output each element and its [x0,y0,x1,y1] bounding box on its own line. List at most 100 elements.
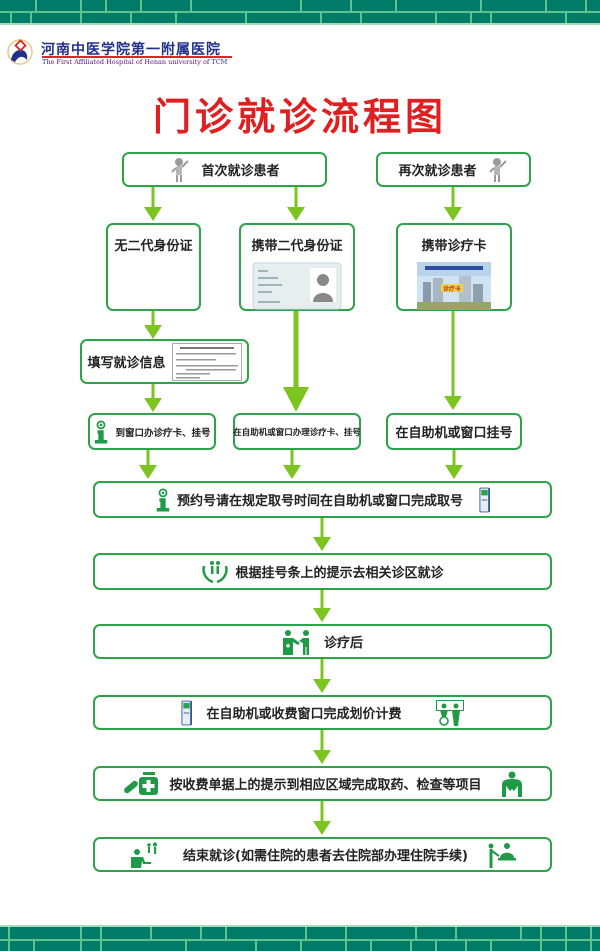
box-with-id-label: 携带二代身份证 [251,239,343,254]
flow-arrow [312,590,332,624]
band-brick-divider [590,927,592,939]
box-kiosk-card-label: 在自助机或窗口办理诊疗卡、挂号 [233,427,361,438]
box-return-visit-label: 再次就诊患者 [398,164,477,179]
box-fill-info-label: 填写就诊信息 [87,356,166,371]
box-after-treatment: 诊疗后 [93,624,552,659]
band-brick-divider [435,13,437,25]
page-title: 门诊就诊流程图 [152,95,447,139]
band-brick-divider [435,941,437,951]
info-icon [156,487,170,512]
hospital-logo-icon [7,39,33,65]
box-finish: 结束就诊(如需住院的患者去住院部办理住院手续) [93,837,552,872]
band-brick-divider [540,941,542,951]
flow-arrow [312,518,332,553]
box-billing: 在自助机或收费窗口完成划价计费 [93,695,552,730]
band-brick-divider [465,941,467,951]
box-first-visit: 首次就诊患者 [122,152,327,187]
kiosk-icon [479,487,490,512]
band-brick-divider [8,941,10,951]
svg-text:诊疗卡: 诊疗卡 [443,285,461,293]
band-brick-divider [350,0,352,12]
flow-arrow [312,730,332,766]
box-no-id: 无二代身份证 [106,223,201,311]
box-pharmacy-exam-label: 按收费单据上的提示到相应区域完成取药、检查等项目 [169,778,482,793]
band-brick-divider [255,941,257,951]
box-kiosk-register: 在自助机或窗口挂号 [386,413,522,450]
band-brick-divider [305,927,307,939]
doctor-patient-icon [282,629,309,655]
box-return-visit: 再次就诊患者 [376,152,531,187]
medicine-icon [124,771,159,795]
flow-arrow [143,311,163,341]
band-brick-divider [300,0,302,12]
band-brick-divider [590,941,592,951]
hospital-name-cn: 河南中医学院第一附属医院 [41,42,221,58]
band-brick-divider [200,927,202,939]
band-brick-divider [140,0,142,12]
band-brick-divider [130,13,132,25]
box-pharmacy-exam: 按收费单据上的提示到相应区域完成取药、检查等项目 [93,766,552,801]
band-brick-divider [490,941,492,951]
band-brick-divider [8,927,10,939]
flow-arrow [282,450,302,481]
flow-arrow [138,450,158,481]
box-appointment: 预约号请在规定取号时间在自助机或窗口完成取号 [93,481,552,518]
band-brick-divider [415,927,417,939]
box-no-id-label: 无二代身份证 [114,239,193,254]
medical-card-icon: 诊疗卡 [417,262,491,310]
band-brick-divider [585,0,587,12]
box-after-treatment-label: 诊疗后 [323,636,363,651]
flow-arrow [283,311,309,412]
box-with-id: 携带二代身份证 [239,223,355,311]
box-window-card: 到窗口办诊疗卡、挂号 [88,413,216,450]
cashier-icon [435,699,464,726]
band-brick-divider [345,941,347,951]
band-brick-divider [10,13,12,25]
person-icon [171,157,190,182]
hospital-name-underline [42,56,232,58]
box-go-clinic-label: 根据挂号条上的提示去相关诊区就诊 [235,566,444,581]
band-brick-divider [300,941,302,951]
flow-arrow [286,187,306,223]
band-brick-divider [540,927,542,939]
bottom-decorative-band [0,925,600,951]
band-brick-divider [410,941,412,951]
band-brick-divider [320,13,322,25]
lungs-exam-icon [501,771,522,797]
band-brick-divider [565,941,567,951]
band-brick-divider [100,927,102,939]
band-brick-divider [30,13,32,25]
band-brick-divider [35,0,37,12]
box-with-card-label: 携带诊疗卡 [421,239,487,254]
band-brick-divider [565,13,567,25]
box-kiosk-register-label: 在自助机或窗口挂号 [395,426,513,441]
box-finish-label: 结束就诊(如需住院的患者去住院部办理住院手续) [183,849,468,864]
band-brick-divider [33,941,35,951]
flow-arrow [312,659,332,695]
person-icon [488,157,507,182]
band-brick-divider [185,941,187,951]
top-decorative-band [0,0,600,25]
band-brick-divider [370,941,372,951]
band-brick-divider [105,0,107,12]
flow-arrow [444,450,464,481]
band-brick-divider [520,927,522,939]
box-first-visit-label: 首次就诊患者 [201,164,280,179]
box-go-clinic: 根据挂号条上的提示去相关诊区就诊 [93,553,552,590]
band-brick-divider [80,927,82,939]
band-brick-divider [490,13,492,25]
flow-arrow [443,311,463,412]
band-brick-divider [100,941,102,951]
box-kiosk-card: 在自助机或窗口办理诊疗卡、挂号 [233,413,361,450]
box-with-card: 携带诊疗卡 诊疗卡 [396,223,512,311]
hospital-name-en: The First Affiliated Hospital of Henan u… [42,58,228,66]
discharge-icon [131,842,158,868]
band-brick-divider [175,13,177,25]
box-billing-label: 在自助机或收费窗口完成划价计费 [206,707,402,722]
band-brick-divider [345,927,347,939]
band-brick-divider [480,0,482,12]
band-brick-divider [470,13,472,25]
id-card-icon [252,262,342,310]
band-brick-divider [190,0,192,12]
flow-arrow [143,384,163,414]
